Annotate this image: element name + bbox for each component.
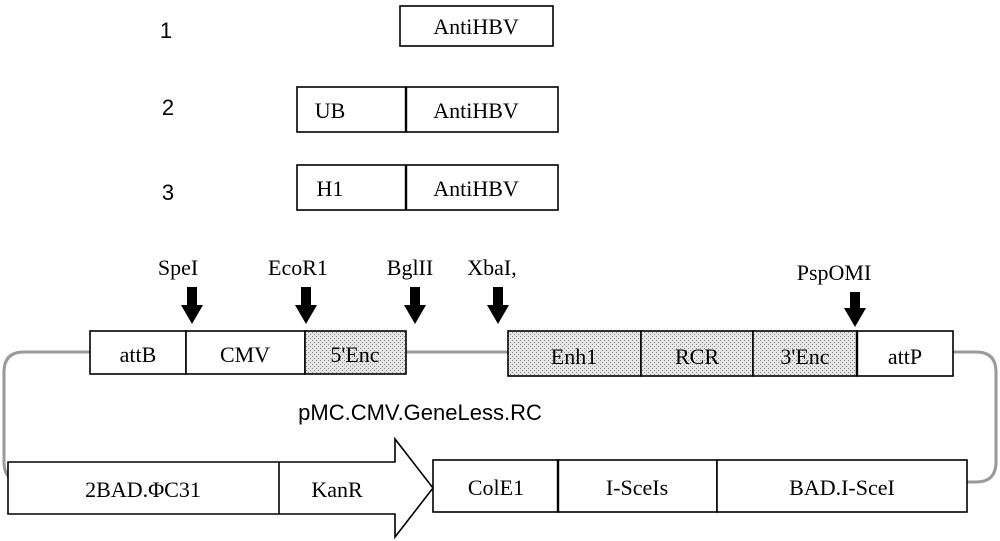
bad-i-scei-label: BAD.I-SceI (789, 475, 895, 500)
5enc-box (304, 330, 407, 375)
site-pspomi-label: PspOMI (797, 260, 872, 285)
construct-3-h1-label: H1 (317, 176, 344, 201)
cole1-label: ColE1 (468, 475, 524, 500)
construct-1-antihbv-label: AntiHBV (433, 14, 519, 39)
site-ecor1-arrow-icon (295, 287, 317, 324)
bad-i-scei-box (716, 459, 968, 513)
enh1-label: Enh1 (551, 344, 597, 369)
site-bglii-label: BglII (387, 255, 433, 280)
bottom-right-cassette: ColE1 I-SceIs BAD.I-SceI (432, 459, 968, 513)
plasmid-backbone-right (953, 350, 998, 484)
construct-3: H1 AntiHBV (296, 164, 559, 211)
enh1-box (507, 330, 642, 377)
construct-2-box (296, 86, 559, 133)
site-spei-label: SpeI (158, 255, 198, 280)
construct-3-antihbv-label: AntiHBV (433, 176, 519, 201)
site-spei-arrow-icon (181, 287, 203, 324)
top-left-cassette: attB CMV 5'Enc (89, 330, 407, 375)
construct-1-number: 1 (160, 18, 172, 43)
5enc-label: 5'Enc (330, 342, 379, 367)
attp-box (856, 330, 954, 377)
top-right-cassette: Enh1 RCR 3'Enc attP (507, 330, 954, 377)
cmv-label: CMV (220, 342, 270, 367)
plasmid-name-label: pMC.CMV.GeneLess.RC (298, 400, 542, 425)
site-xbai-label: XbaI, (467, 255, 516, 280)
construct-2-number: 2 (162, 95, 174, 120)
construct-3-box (296, 164, 559, 211)
i-sceis-label: I-SceIs (606, 475, 668, 500)
construct-2-antihbv-label: AntiHBV (433, 98, 519, 123)
attb-label: attB (120, 342, 157, 367)
cole1-box (432, 459, 559, 513)
construct-2: UB AntiHBV (296, 86, 559, 133)
attp-label: attP (888, 344, 922, 369)
site-xbai-arrow-icon (487, 287, 509, 324)
cmv-box (185, 330, 306, 375)
kanr-label: KanR (311, 477, 363, 502)
bottom-left-cassette: 2BAD.ΦC31 KanR (7, 436, 435, 540)
site-ecor1-label: EcoR1 (268, 255, 328, 280)
construct-2-ub-label: UB (315, 98, 346, 123)
construct-3-number: 3 (162, 180, 174, 205)
construct-1-antihbv-box (399, 5, 554, 47)
site-bglii-arrow-icon (404, 287, 426, 324)
selection-arrow-shape (7, 436, 435, 540)
3enc-box (752, 330, 858, 377)
site-pspomi-arrow-icon (844, 292, 866, 327)
2bad-phic31-label: 2BAD.ΦC31 (85, 477, 201, 502)
3enc-label: 3'Enc (780, 344, 829, 369)
construct-1: AntiHBV (399, 5, 554, 47)
rcr-label: RCR (675, 344, 719, 369)
